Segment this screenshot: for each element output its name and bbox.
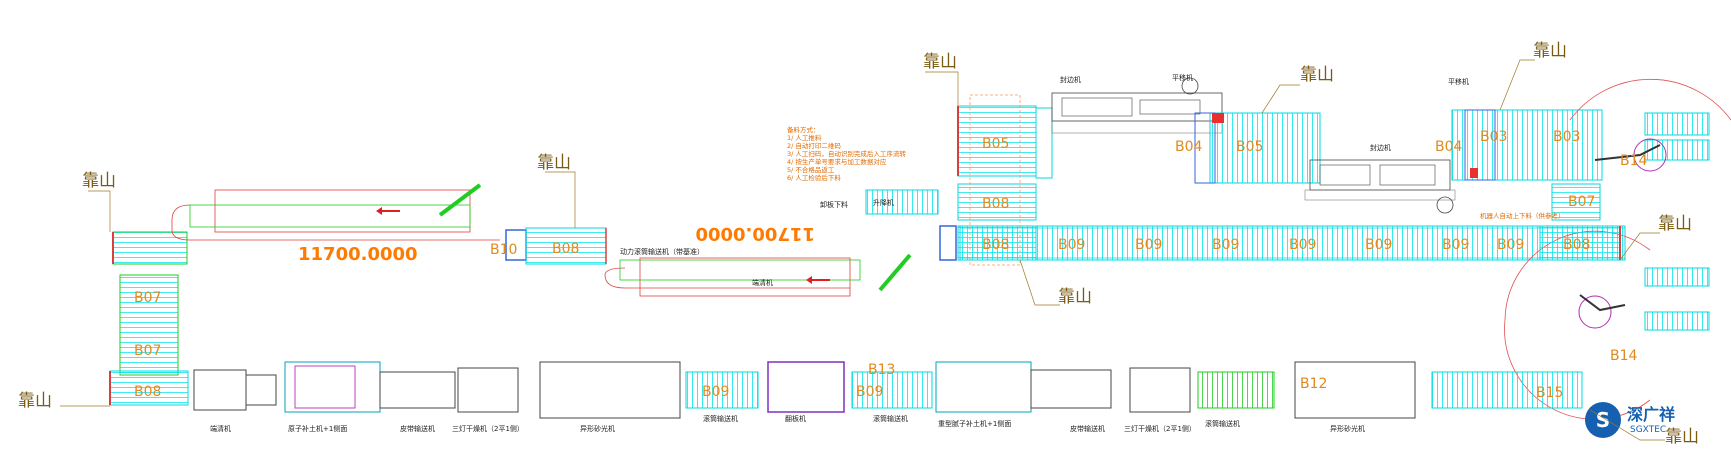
label-zhongxing: 重型腻子补土机+1侧面: [938, 419, 1011, 428]
station-b03: B03: [1553, 129, 1580, 145]
svg-text:S: S: [1596, 408, 1610, 432]
left-column-conveyor: [109, 231, 189, 406]
station-b07: B07: [134, 290, 161, 306]
label-duanqing: 端清机: [752, 278, 773, 287]
b03-group-conveyor: [1451, 109, 1603, 221]
kaoshan-label-7: 靠山: [1058, 287, 1092, 307]
note-line: 2/ 自动打印二维码: [787, 141, 841, 150]
label-pingyi: 平移机: [1448, 77, 1469, 86]
left-long-machine: [171, 183, 500, 241]
note-line: 4/ 按生产单号要求与加工数据对应: [787, 157, 887, 166]
kaoshan-label-3: 靠山: [537, 153, 571, 173]
station-b15: B15: [1536, 385, 1563, 401]
station-b08: B08: [134, 384, 161, 400]
edge-banding-machine-right: [1304, 159, 1456, 214]
station-b10: B10: [490, 242, 517, 258]
station-b08: B08: [982, 196, 1009, 212]
station-b14: B14: [1610, 348, 1638, 364]
machine-labels: 封边机 平移机 平移机 封边机 升降机 卸板下料 动力滚筒输送机（带基准） 端清…: [210, 73, 1565, 433]
label-pingyi: 平移机: [1172, 73, 1193, 82]
lift-machine-box: [865, 189, 939, 215]
station-b09: B09: [702, 384, 729, 400]
station-b05: B05: [982, 136, 1009, 152]
leader-lines: [60, 59, 1665, 441]
label-pidai2: 皮带输送机: [1070, 424, 1105, 433]
label-duanqing-bottom: 端清机: [210, 424, 231, 433]
label-shengjiang: 升降机: [873, 198, 894, 207]
station-b09: B09: [856, 384, 883, 400]
station-b04: B04: [1435, 139, 1463, 155]
station-b09: B09: [1058, 237, 1085, 253]
label-fengbian2: 封边机: [1370, 143, 1391, 152]
note-line: 1/ 人工推料: [787, 133, 822, 142]
note-line: 3/ 人工扫码，自动识别完成后入工序流转: [787, 149, 906, 158]
kaoshan-label-4: 靠山: [923, 52, 957, 72]
middle-long-machine: [604, 253, 912, 297]
left-vertical-stack: [939, 94, 1053, 266]
station-b09: B09: [1442, 237, 1469, 253]
station-b09: B09: [1289, 237, 1316, 253]
station-b08: B08: [982, 237, 1009, 253]
main-roller-line: [959, 225, 1626, 261]
label-fengbian: 封边机: [1060, 75, 1081, 84]
station-b09: B09: [1135, 237, 1162, 253]
logo-sub: SGXTEC: [1630, 425, 1666, 435]
label-yixing2: 异形砂光机: [1330, 424, 1365, 433]
dimension-mid: 11700.0000: [695, 223, 815, 244]
dimension-left: 11700.0000: [298, 244, 418, 265]
station-b09: B09: [1497, 237, 1524, 253]
note-line: 5/ 不合格品返工: [787, 165, 835, 174]
label-shusong: 动力滚筒输送机（带基准）: [620, 247, 704, 256]
station-b12: B12: [1300, 376, 1327, 392]
station-b07: B07: [1568, 194, 1595, 210]
label-robot-note: 机器人自动上下料（供参考）: [1480, 211, 1565, 220]
note-line: 备料方式：: [787, 125, 820, 134]
station-b08: B08: [552, 241, 579, 257]
company-logo: S 深广祥 SGXTEC: [1585, 402, 1675, 438]
station-b07: B07: [134, 343, 161, 359]
b04-b05-conveyor: [1194, 112, 1321, 184]
label-yixing: 异形砂光机: [580, 424, 615, 433]
station-b08: B08: [1563, 237, 1590, 253]
label-pidai: 皮带输送机: [400, 424, 435, 433]
label-yuanzhu: 原子补土机+1侧面: [288, 424, 347, 433]
bottom-line: [193, 361, 1583, 419]
station-b09: B09: [1212, 237, 1239, 253]
note-line: 6/ 人工检验后下料: [787, 173, 841, 182]
station-b05: B05: [1236, 139, 1263, 155]
logo-brand: 深广祥: [1627, 405, 1675, 424]
kaoshan-label-2: 靠山: [18, 391, 52, 411]
kaoshan-label-1: 靠山: [82, 171, 116, 191]
label-sandeng2: 三灯干燥机（2平1侧）: [1124, 424, 1196, 433]
label-xiaban: 卸板下料: [820, 200, 848, 209]
notes-block: 备料方式： 1/ 人工推料 2/ 自动打印二维码 3/ 人工扫码，自动识别完成后…: [787, 125, 906, 182]
station-labels: B07 B07 B08 B10 B08 B05 B08 B08 B09 B09 …: [134, 129, 1648, 401]
label-fanban: 翻板机: [785, 414, 806, 423]
kaoshan-label-6: 靠山: [1533, 41, 1567, 61]
station-b03: B03: [1480, 129, 1507, 145]
b08-right-conveyor: [1539, 225, 1621, 261]
station-b04: B04: [1175, 139, 1203, 155]
label-gundong3: 滚筒输送机: [873, 414, 908, 423]
top-right-conveyors: [1644, 112, 1710, 331]
station-b09: B09: [1365, 237, 1392, 253]
label-sandeng: 三灯干燥机（2平1侧）: [452, 424, 524, 433]
b10-b8-conveyor: [505, 227, 607, 265]
kaoshan-label-9: 靠山: [1665, 427, 1699, 447]
kaoshan-label-8: 靠山: [1658, 214, 1692, 234]
kaoshan-label-5: 靠山: [1300, 65, 1334, 85]
station-b14: B14: [1620, 153, 1648, 169]
label-gundong: 滚筒输送机: [703, 414, 738, 423]
edge-banding-machine-top: [1051, 77, 1223, 134]
label-gundong2: 滚筒输送机: [1205, 419, 1240, 428]
station-b13: B13: [868, 362, 895, 378]
kaoshan-labels: 靠山 靠山 靠山 靠山 靠山 靠山 靠山 靠山 靠山: [18, 41, 1699, 447]
